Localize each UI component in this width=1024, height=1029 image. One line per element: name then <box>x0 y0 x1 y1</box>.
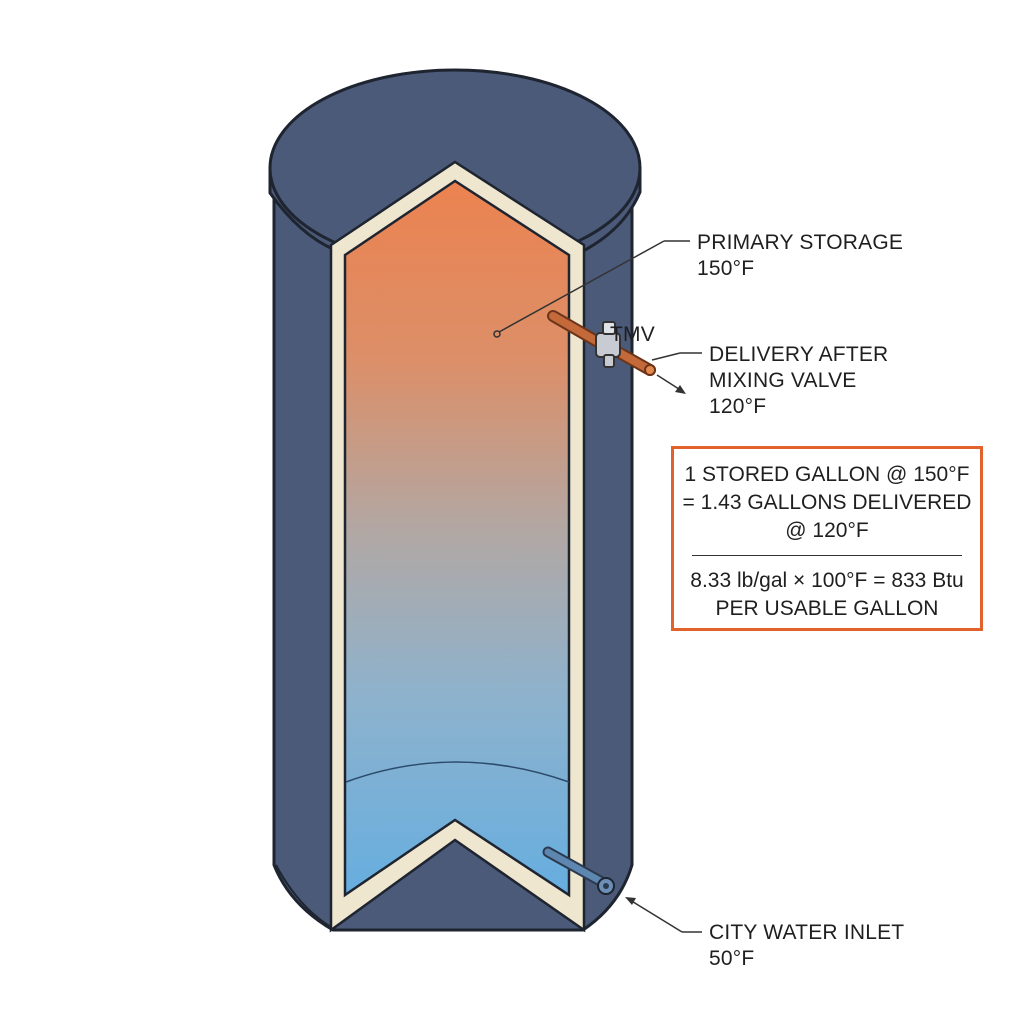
primary-storage-label: PRIMARY STORAGE 150°F <box>697 230 903 282</box>
city-inlet-label: CITY WATER INLET 50°F <box>709 920 904 972</box>
note-line-4: 8.33 lb/gal × 100°F = 833 Btu <box>690 569 964 592</box>
city-inlet-temp: 50°F <box>709 947 755 970</box>
note-line-1: 1 STORED GALLON @ 150°F <box>684 463 970 486</box>
delivery-line-2: MIXING VALVE <box>709 369 857 392</box>
primary-storage-temp: 150°F <box>697 257 755 280</box>
delivery-line-1: DELIVERY AFTER <box>709 343 889 366</box>
city-inlet-title: CITY WATER INLET <box>709 921 905 944</box>
delivery-temp: 120°F <box>709 395 767 418</box>
city-inlet-leader <box>625 897 702 933</box>
primary-storage-leader <box>493 240 690 338</box>
calculation-note-box: 1 STORED GALLON @ 150°F = 1.43 GALLONS D… <box>671 446 983 631</box>
tmv-label: TMV <box>610 323 655 346</box>
delivery-flow-arrow <box>656 374 686 394</box>
tmv-valve <box>547 310 656 376</box>
delivery-label: DELIVERY AFTER MIXING VALVE 120°F <box>709 342 888 420</box>
city-inlet-pipe <box>542 846 615 895</box>
primary-storage-title: PRIMARY STORAGE <box>697 231 904 254</box>
water-column <box>343 179 571 898</box>
energy-note: 8.33 lb/gal × 100°F = 833 Btu PER USABLE… <box>674 567 980 623</box>
thermocline-line <box>345 761 570 783</box>
note-line-5: PER USABLE GALLON <box>715 597 939 620</box>
delivery-leader <box>651 352 702 361</box>
gallon-conversion-note: 1 STORED GALLON @ 150°F = 1.43 GALLONS D… <box>674 461 980 545</box>
note-line-3: @ 120°F <box>785 519 869 542</box>
note-divider <box>692 555 962 556</box>
note-line-2: = 1.43 GALLONS DELIVERED <box>682 491 972 514</box>
